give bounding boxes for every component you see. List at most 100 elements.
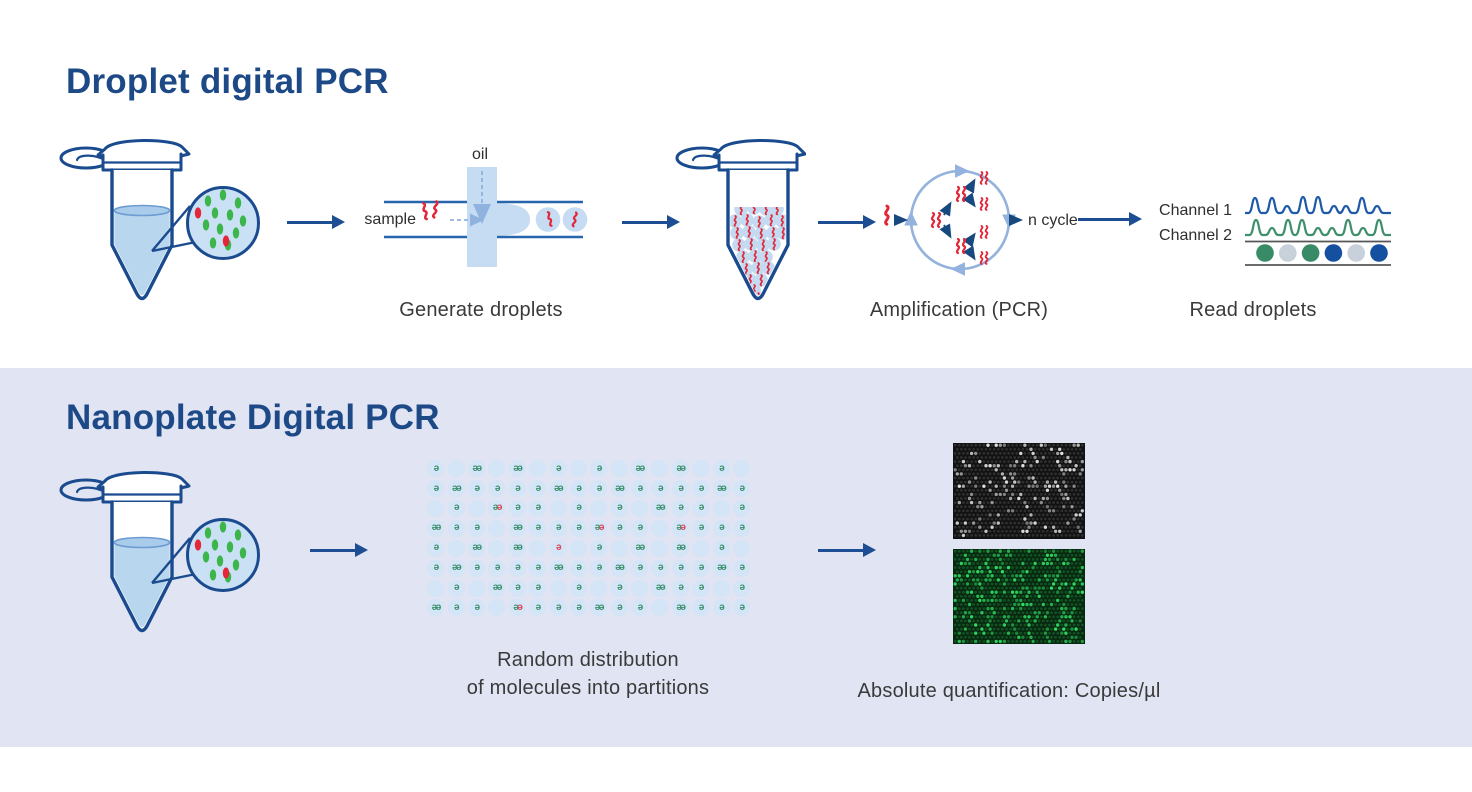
partition: ə xyxy=(691,558,711,578)
partition xyxy=(487,519,507,539)
partition: ə xyxy=(610,499,630,519)
droplet-tube-illustration xyxy=(675,139,806,301)
partition: ə xyxy=(446,578,466,598)
partition: ə xyxy=(711,539,731,559)
partition: ə xyxy=(426,539,446,559)
partition: ə xyxy=(711,598,731,618)
cycle-arrowhead xyxy=(950,262,965,276)
partition: ə xyxy=(569,578,589,598)
red-molecules xyxy=(194,207,230,247)
partition: ə xyxy=(569,558,589,578)
partition xyxy=(569,459,589,479)
partition xyxy=(569,539,589,559)
partition xyxy=(528,459,548,479)
arrow-6 xyxy=(818,543,876,558)
partition: ə xyxy=(630,479,650,499)
partition: ə xyxy=(528,519,548,539)
partition xyxy=(528,539,548,559)
partition xyxy=(548,499,568,519)
partition: ə xyxy=(569,598,589,618)
arrow-1 xyxy=(287,215,345,230)
partition xyxy=(732,459,752,479)
channel1-label: Channel 1 xyxy=(1159,202,1232,219)
arrow-3 xyxy=(818,215,876,230)
partition xyxy=(589,499,609,519)
partition: ə xyxy=(528,598,548,618)
droplet-generator-illustration xyxy=(384,167,588,267)
partition: ə xyxy=(548,539,568,559)
sample-dna-squiggle xyxy=(422,202,428,221)
read-droplet-dot xyxy=(1324,244,1343,262)
partition xyxy=(467,578,487,598)
partition: ə xyxy=(467,558,487,578)
green-molecules xyxy=(202,189,247,251)
partition: ə xyxy=(630,558,650,578)
partition xyxy=(650,598,670,618)
partition: ə xyxy=(446,598,466,618)
partition: ə xyxy=(732,578,752,598)
partition: ə xyxy=(467,598,487,618)
fluorescence-image-green xyxy=(953,549,1085,644)
partition xyxy=(711,499,731,519)
cycle-arrowhead xyxy=(955,164,970,178)
generate-droplets-caption: Generate droplets xyxy=(399,299,563,321)
partition: ə xyxy=(528,499,548,519)
amplification-caption: Amplification (PCR) xyxy=(869,299,1049,321)
partition xyxy=(426,499,446,519)
partition xyxy=(610,539,630,559)
partition: ə xyxy=(711,459,731,479)
nanoplate-section-title: Nanoplate Digital PCR xyxy=(66,398,440,437)
partition: ə xyxy=(508,479,528,499)
sample-tube-illustration-2 xyxy=(59,471,260,633)
partition xyxy=(650,519,670,539)
sample-label: sample xyxy=(364,211,416,228)
partition: ə xyxy=(732,499,752,519)
partition xyxy=(650,459,670,479)
partition: ə xyxy=(446,519,466,539)
partition xyxy=(426,578,446,598)
partition: ə xyxy=(589,459,609,479)
input-dna-squiggle xyxy=(884,204,890,226)
partition xyxy=(691,539,711,559)
sample-tube-illustration xyxy=(59,139,260,301)
read-droplet-dot xyxy=(1279,244,1297,262)
partition: ə xyxy=(691,578,711,598)
partition: ə xyxy=(691,499,711,519)
partition: ə xyxy=(569,479,589,499)
partition: ə xyxy=(732,598,752,618)
partition: ə xyxy=(650,479,670,499)
distribution-caption-line2: of molecules into partitions xyxy=(466,677,710,699)
partition xyxy=(630,499,650,519)
partition: ə xyxy=(671,578,691,598)
partition: ə xyxy=(508,499,528,519)
partition: ə xyxy=(446,499,466,519)
amplification-tree-arrows xyxy=(939,178,976,261)
partition: ə xyxy=(426,459,446,479)
read-droplet-dots xyxy=(1256,244,1388,262)
partition: ə xyxy=(528,578,548,598)
partition xyxy=(487,598,507,618)
distribution-caption-line1: Random distribution xyxy=(497,649,679,671)
partition: ə xyxy=(732,519,752,539)
partition: ə xyxy=(548,519,568,539)
partition xyxy=(732,539,752,559)
oil-label: oil xyxy=(471,146,488,163)
partition xyxy=(548,578,568,598)
partition: ə xyxy=(610,578,630,598)
